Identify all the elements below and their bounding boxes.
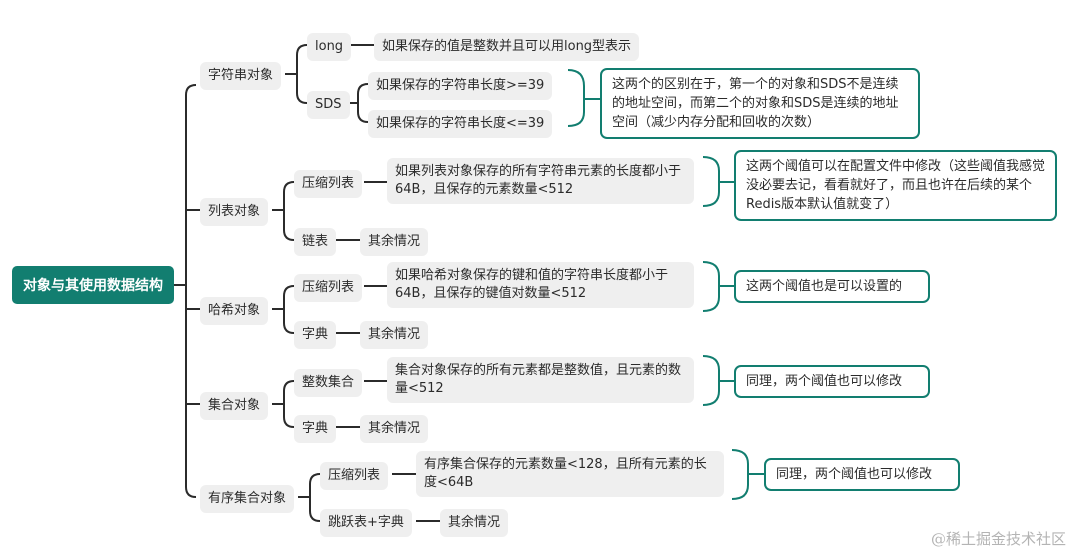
node-skiplist-dict[interactable]: 跳跃表+字典 — [320, 509, 412, 537]
note-hash[interactable]: 这两个阈值也是可以设置的 — [734, 270, 930, 303]
watermark: @稀土掘金技术社区 — [930, 530, 1066, 548]
node-set-dict[interactable]: 字典 — [294, 415, 337, 443]
note-zset[interactable]: 同理，两个阈值也可以修改 — [764, 458, 960, 491]
node-sds[interactable]: SDS — [307, 91, 350, 119]
node-list-ziplist[interactable]: 压缩列表 — [294, 170, 363, 198]
note-sds[interactable]: 这两个的区别在于，第一个的对象和SDS不是连续的地址空间，而第二个的对象和SDS… — [600, 68, 920, 139]
detail-intset[interactable]: 集合对象保存的所有元素都是整数值，且元素的数量<512 — [387, 357, 694, 403]
branch-string-object[interactable]: 字符串对象 — [200, 62, 282, 90]
detail-zset-ziplist[interactable]: 有序集合保存的元素数量<128，且所有元素的长度<64B — [416, 451, 724, 497]
node-linkedlist[interactable]: 链表 — [294, 228, 337, 256]
detail-sds-le39[interactable]: 如果保存的字符串长度<=39 — [368, 110, 553, 138]
detail-sds-ge39[interactable]: 如果保存的字符串长度>=39 — [368, 72, 553, 100]
node-zset-ziplist[interactable]: 压缩列表 — [320, 462, 389, 490]
node-hash-dict[interactable]: 字典 — [294, 321, 337, 349]
detail-list-ziplist[interactable]: 如果列表对象保存的所有字符串元素的长度都小于64B，且保存的元素数量<512 — [387, 158, 694, 204]
branch-set-object[interactable]: 集合对象 — [200, 392, 269, 420]
branch-zset-object[interactable]: 有序集合对象 — [200, 485, 295, 513]
node-long[interactable]: long — [307, 33, 352, 61]
branch-list-object[interactable]: 列表对象 — [200, 198, 269, 226]
detail-hash-ziplist[interactable]: 如果哈希对象保存的键和值的字符串长度都小于64B，且保存的键值对数量<512 — [387, 262, 694, 308]
node-hash-ziplist[interactable]: 压缩列表 — [294, 274, 363, 302]
note-set[interactable]: 同理，两个阈值也可以修改 — [734, 365, 930, 398]
detail-set-dict[interactable]: 其余情况 — [360, 415, 429, 443]
note-list[interactable]: 这两个阈值可以在配置文件中修改（这些阈值我感觉没必要去记，看看就好了，而且也许在… — [734, 150, 1057, 221]
root-node[interactable]: 对象与其使用数据结构 — [12, 266, 174, 304]
detail-long[interactable]: 如果保存的值是整数并且可以用long型表示 — [374, 33, 640, 61]
detail-linkedlist[interactable]: 其余情况 — [360, 228, 429, 256]
detail-hash-dict[interactable]: 其余情况 — [360, 321, 429, 349]
detail-skiplist-dict[interactable]: 其余情况 — [440, 509, 509, 537]
node-intset[interactable]: 整数集合 — [294, 369, 363, 397]
branch-hash-object[interactable]: 哈希对象 — [200, 297, 269, 325]
